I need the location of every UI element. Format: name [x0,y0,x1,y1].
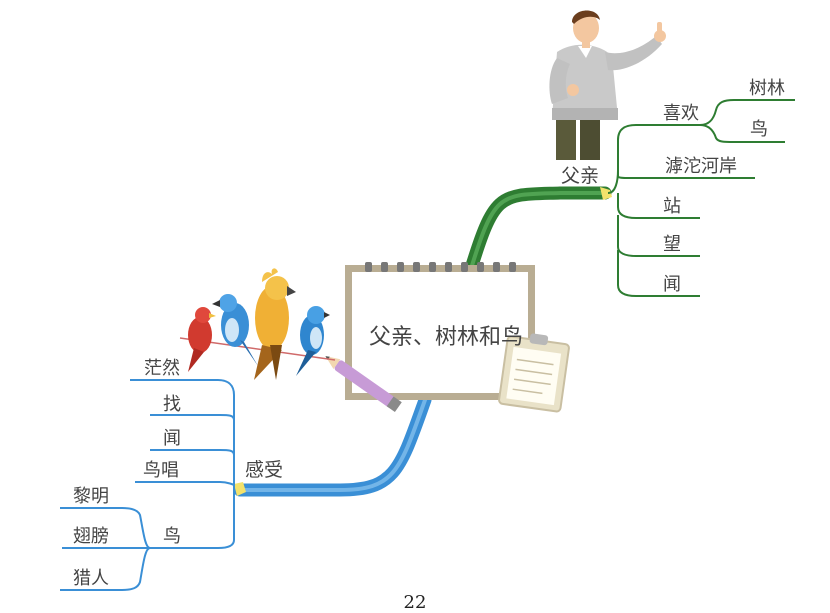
birds-illustration [179,268,336,380]
yellow-parrot-icon [254,268,296,380]
father-branch-knob [600,187,612,200]
central-topic: 父亲、树林和鸟 [369,325,523,350]
red-bird-icon [188,307,216,372]
father-item-look: 望 [663,234,681,255]
clipboard-icon [498,333,570,413]
father-branch-label: 父亲 [561,165,599,187]
page-number: 22 [403,592,427,613]
feeling-branch-label: 感受 [245,459,283,481]
feeling-item-find: 找 [163,394,181,415]
feeling-item-hunter: 猎人 [73,568,109,589]
father-item-likes: 喜欢 [663,103,699,124]
father-item-stand: 站 [663,196,681,217]
feeling-item-bird: 鸟 [163,526,181,547]
feeling-item-vast: 茫然 [144,358,180,379]
feeling-sub-connectors [60,379,235,591]
father-sub-connectors [607,99,795,297]
father-main-branch [463,186,612,279]
blue-bird-icon [212,294,258,366]
feeling-item-dawn: 黎明 [73,486,109,507]
feeling-branch-knob [234,482,246,496]
blue-bird-right-icon [296,306,330,376]
father-item-forest: 树林 [749,78,785,99]
father-item-bird: 鸟 [750,119,768,140]
father-item-smell: 闻 [663,274,681,295]
feeling-item-bird-sing: 鸟唱 [143,460,179,481]
central-notepad [325,262,570,413]
father-item-river: 滹沱河岸 [665,156,737,177]
father-illustration [549,10,666,160]
feeling-item-wings: 翅膀 [73,526,109,547]
feeling-item-smell: 闻 [163,428,181,449]
